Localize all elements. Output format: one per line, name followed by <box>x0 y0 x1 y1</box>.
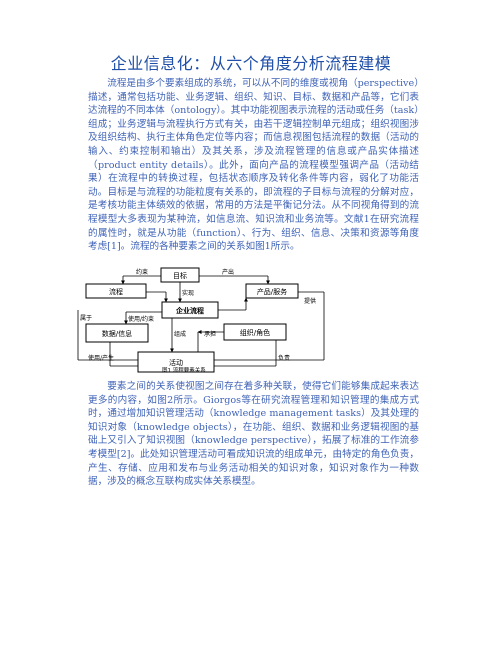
figure-connectors <box>77 275 325 367</box>
figure-caption: 图1 流程要素关系 <box>162 366 206 374</box>
activity-box <box>137 351 215 373</box>
relation-output: 产出 <box>222 268 234 276</box>
relation-belong: 属于 <box>80 315 92 322</box>
figure-1: 目标 流程 产品/服务 企业流程 数据/信息 组织/角色 活动 约束 产出 实现… <box>76 262 328 374</box>
relation-responsible: 负责 <box>278 354 290 362</box>
relation-provide: 提供 <box>304 297 316 305</box>
product-service-label: 产品/服务 <box>257 287 287 296</box>
relation-assume: 承担 <box>204 330 216 338</box>
process-label: 流程 <box>109 287 123 296</box>
data-info-label: 数据/信息 <box>102 329 132 338</box>
enterprise-process-box <box>161 301 219 319</box>
goal-label: 目标 <box>173 271 187 280</box>
paragraph-1: 流程是由多个要素组成的系统，可以从不同的维度或视角（perspective）描述… <box>88 78 419 253</box>
data-info-box <box>85 323 149 343</box>
document-title: 企业信息化：从六个角度分析流程建模 <box>110 54 392 73</box>
org-role-box <box>223 323 287 341</box>
goal-box <box>160 267 200 283</box>
activity-label: 活动 <box>169 358 183 367</box>
relation-constraint: 约束 <box>136 268 148 276</box>
relation-use-produce: 使用/产生 <box>88 354 114 362</box>
relation-use-constraint: 使用/约束 <box>128 315 154 323</box>
enterprise-process-label: 企业流程 <box>175 306 204 315</box>
relation-compose: 组成 <box>174 330 186 338</box>
product-service-box <box>245 283 299 299</box>
process-box <box>85 283 147 299</box>
paragraph-2: 要素之间的关系使视图之间存在着多种关联，使得它们能够集成起来表达更多的内容，如图… <box>88 381 419 488</box>
org-role-label: 组织/角色 <box>240 328 270 337</box>
relation-implement: 实现 <box>182 289 194 297</box>
